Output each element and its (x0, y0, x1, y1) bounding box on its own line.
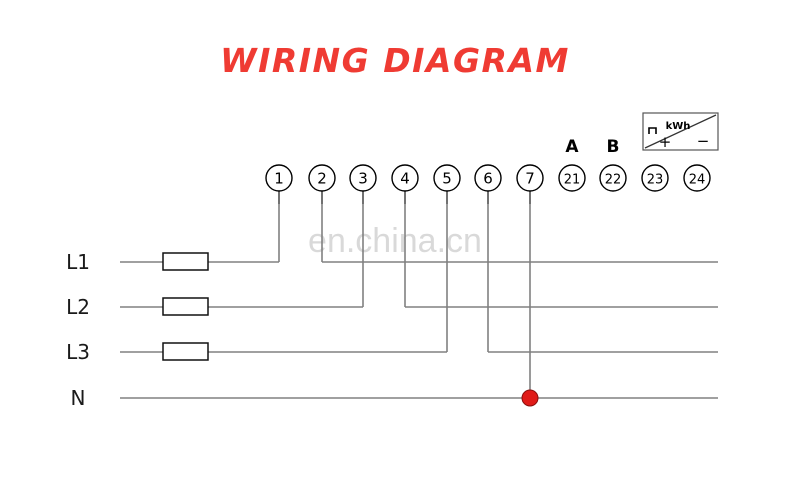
watermark-text: en.china.cn (308, 222, 482, 260)
minus-sign-label: − (697, 132, 710, 150)
aux-terminal-circle-23[interactable] (641, 164, 669, 192)
plus-sign-label: + (659, 133, 672, 151)
wire-layer (120, 191, 718, 399)
aux-terminal-circle-22[interactable] (599, 164, 627, 192)
terminal-label-3: 3 (358, 170, 368, 188)
fuse-l1 (162, 252, 209, 271)
junction-layer (521, 389, 539, 407)
aux-terminal-label-23: 23 (647, 173, 664, 188)
terminal-circle-7[interactable] (516, 164, 544, 192)
phase-label-l2: L2 (66, 295, 90, 319)
fuse-l3 (162, 342, 209, 361)
aux-label-b: B (607, 137, 620, 157)
terminal-circle-5[interactable] (433, 164, 461, 192)
terminal-circle-3[interactable] (349, 164, 377, 192)
pulse-symbol-diagonal-icon (644, 114, 717, 149)
aux-terminal-label-22: 22 (605, 173, 622, 188)
kwh-unit-label: kWh (666, 121, 691, 132)
fuse-layer (162, 252, 209, 361)
terminal-circle-1[interactable] (265, 164, 293, 192)
terminal-circle-6[interactable] (474, 164, 502, 192)
junction-dot (521, 389, 539, 407)
aux-terminal-circle-24[interactable] (683, 164, 711, 192)
phase-label-l1: L1 (66, 250, 90, 274)
terminal-label-1: 1 (274, 170, 284, 188)
page-title: WIRING DIAGRAM (220, 41, 570, 80)
terminal-label-7: 7 (525, 170, 535, 188)
aux-terminal-label-24: 24 (689, 173, 706, 188)
aux-label-a: A (565, 137, 579, 157)
fuse-l2 (162, 297, 209, 316)
terminal-label-5: 5 (442, 170, 452, 188)
phase-label-n: N (71, 386, 86, 410)
terminal-label-2: 2 (317, 170, 327, 188)
terminal-label-4: 4 (400, 170, 410, 188)
pulse-symbol-layer: kWh+ − (642, 112, 719, 151)
aux-terminal-label-21: 21 (564, 173, 581, 188)
aux-terminal-circle-21[interactable] (558, 164, 586, 192)
terminal-label-6: 6 (483, 170, 493, 188)
terminal-circle-2[interactable] (308, 164, 336, 192)
phase-label-l3: L3 (66, 340, 90, 364)
terminal-circle-4[interactable] (391, 164, 419, 192)
pulse-wave-icon (648, 127, 657, 134)
